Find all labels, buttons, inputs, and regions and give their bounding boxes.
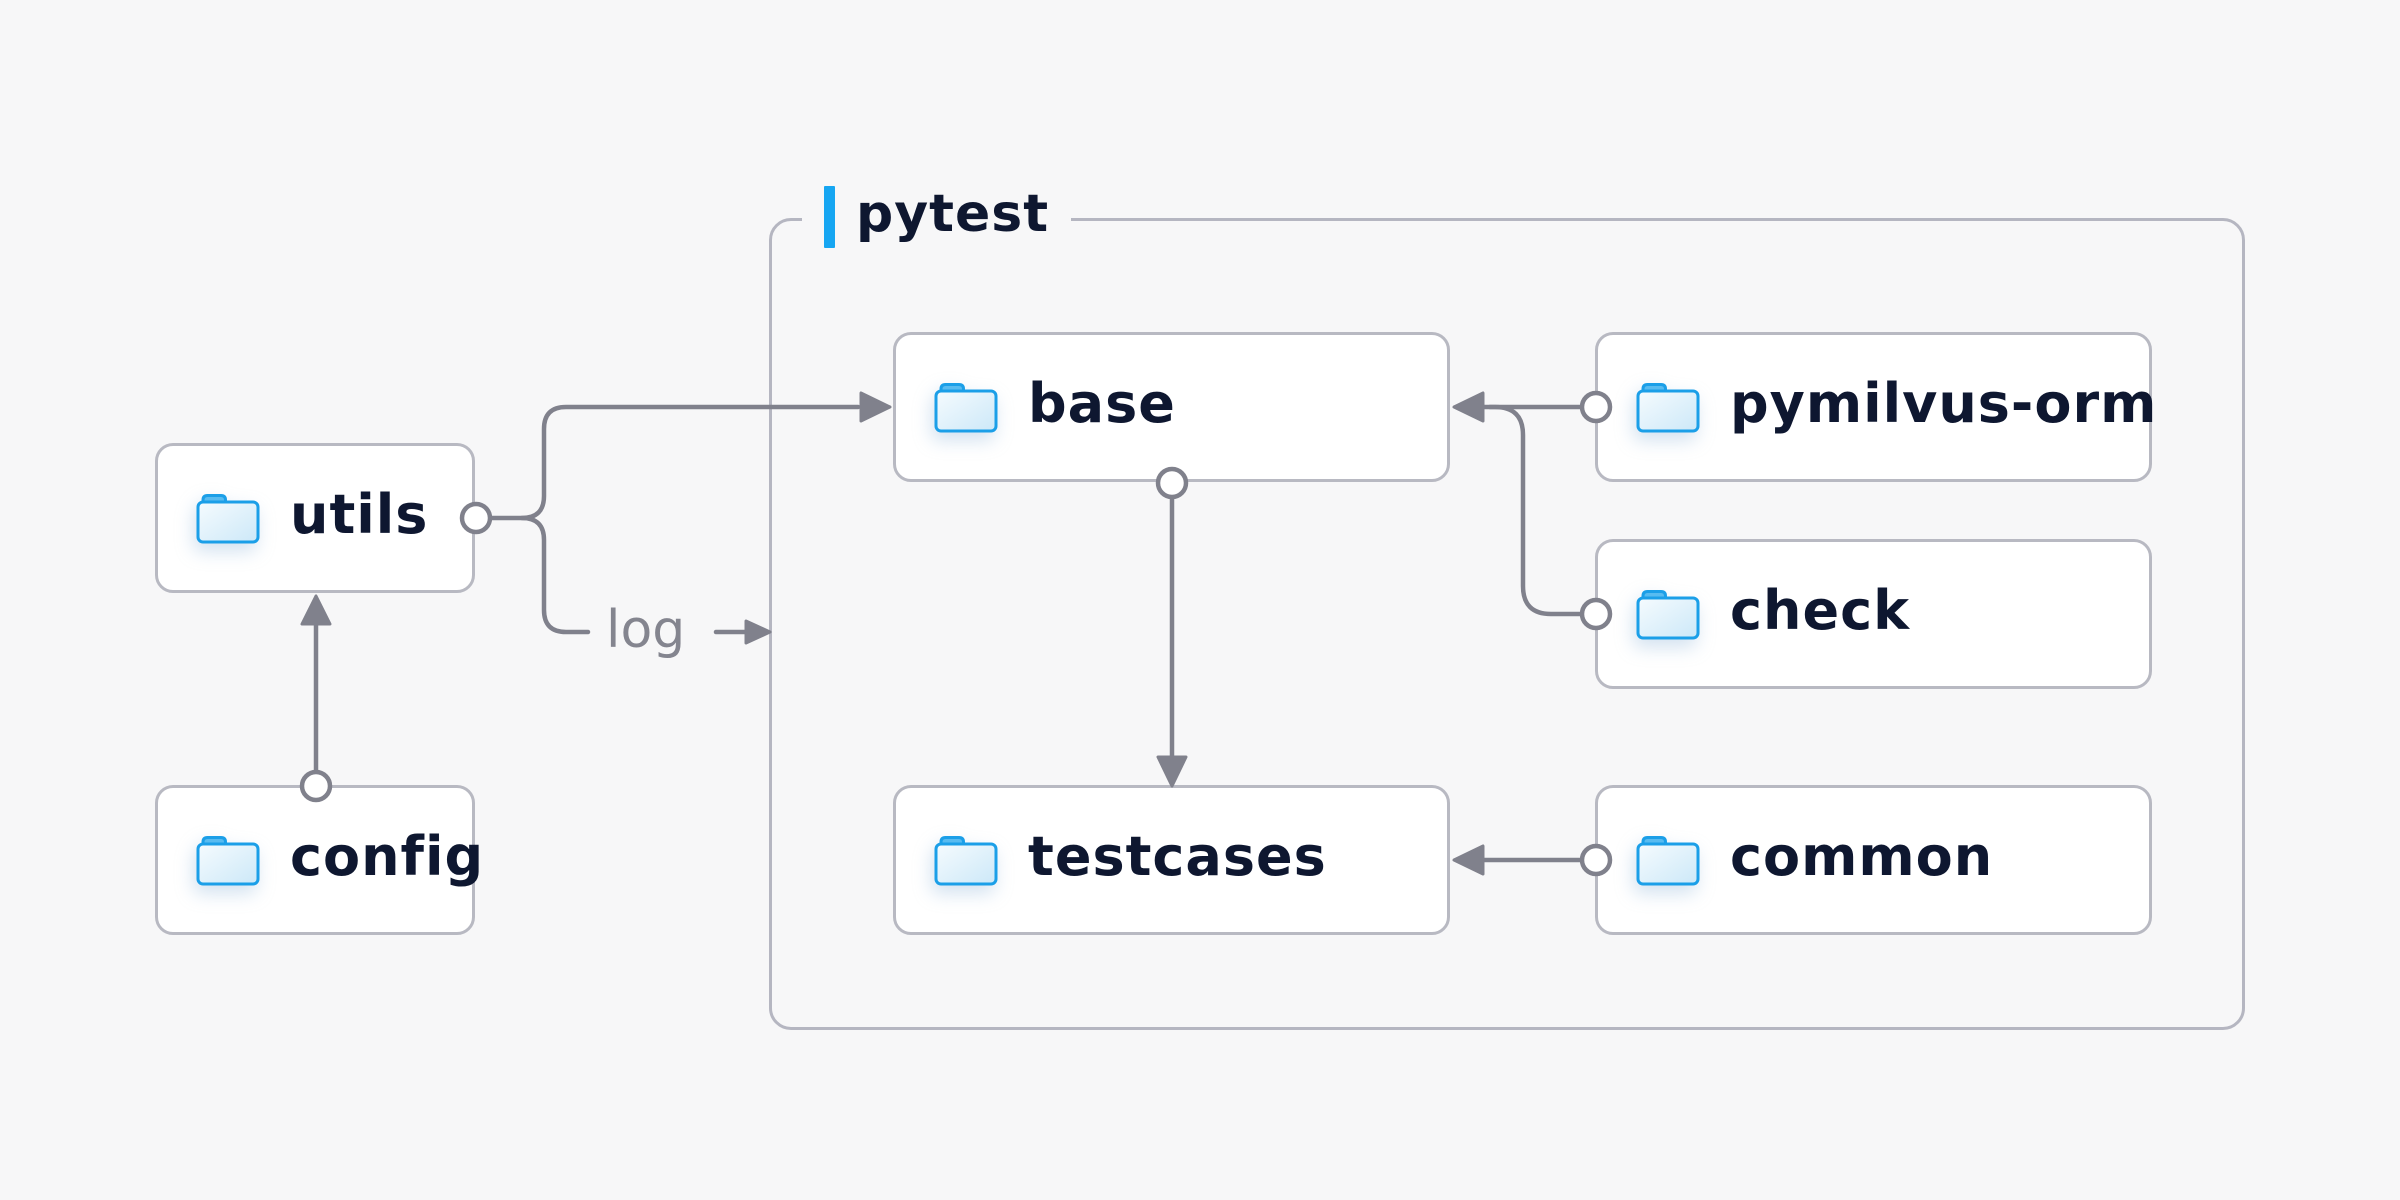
node-label: common bbox=[1730, 825, 1994, 888]
edge-log-label: log bbox=[606, 599, 686, 660]
node-pymilvus-orm: pymilvus-orm bbox=[1595, 332, 2156, 482]
folder-icon bbox=[196, 836, 260, 886]
node-label: check bbox=[1730, 579, 1910, 642]
folder-body bbox=[196, 842, 260, 886]
node-testcases: testcases bbox=[893, 785, 1450, 935]
folder-body bbox=[934, 842, 998, 886]
node-label: pymilvus-orm bbox=[1730, 372, 2158, 435]
edge-log-arrowhead bbox=[744, 619, 772, 645]
folder-icon bbox=[934, 383, 998, 433]
folder-icon bbox=[934, 836, 998, 886]
node-label: config bbox=[290, 825, 485, 888]
folder-icon bbox=[196, 494, 260, 544]
edge-config-to-utils-arrowhead bbox=[300, 594, 332, 626]
node-base: base bbox=[893, 332, 1450, 482]
folder-icon bbox=[1636, 590, 1700, 640]
pytest-label-accent-bar bbox=[824, 186, 835, 248]
node-common: common bbox=[1595, 785, 2152, 935]
folder-body bbox=[1636, 842, 1700, 886]
edge-utils-to-log-line bbox=[519, 515, 591, 635]
node-label: utils bbox=[290, 483, 429, 546]
folder-body bbox=[196, 500, 260, 544]
folder-body bbox=[934, 389, 998, 433]
node-check: check bbox=[1595, 539, 2152, 689]
node-config: config bbox=[155, 785, 483, 935]
folder-body bbox=[1636, 596, 1700, 640]
node-utils: utils bbox=[155, 443, 475, 593]
edge-config-to-utils bbox=[299, 594, 333, 803]
pytest-group-label: pytest bbox=[802, 184, 1072, 250]
folder-icon bbox=[1636, 383, 1700, 433]
node-label: base bbox=[1028, 372, 1176, 435]
folder-icon bbox=[1636, 836, 1700, 886]
pytest-label-text: pytest bbox=[856, 184, 1050, 244]
folder-body bbox=[1636, 389, 1700, 433]
node-label: testcases bbox=[1028, 825, 1327, 888]
